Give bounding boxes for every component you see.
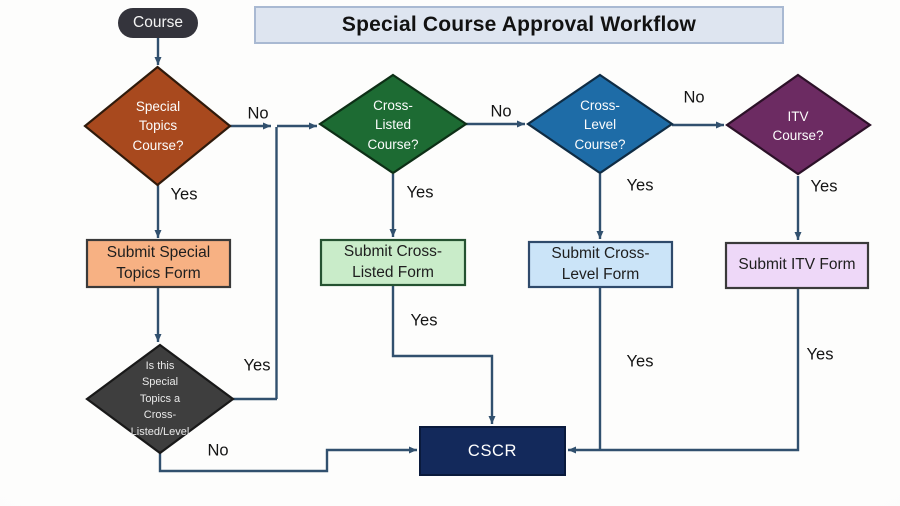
title-bar-shape xyxy=(254,6,784,44)
cross-listed-diamond-shape xyxy=(318,73,468,175)
is-cross-check-diamond-shape xyxy=(85,343,235,455)
submit-special-topics-form-shape xyxy=(85,238,232,289)
itv-diamond-shape xyxy=(725,73,872,176)
cscr-box-shape xyxy=(419,426,566,476)
submit-cross-level-form-shape xyxy=(527,240,674,289)
edge-itv-form-to-cscr xyxy=(568,289,800,454)
edge-crosslisted-form-to-cscr xyxy=(391,286,496,424)
edge-check-no-to-cscr xyxy=(158,446,417,473)
submit-itv-form-shape xyxy=(724,241,870,290)
cross-level-diamond-shape xyxy=(526,73,674,175)
connector-group xyxy=(154,38,802,473)
special-topics-diamond-shape xyxy=(83,65,232,187)
start-node-shape xyxy=(118,8,198,38)
submit-cross-listed-form-shape xyxy=(319,238,467,287)
